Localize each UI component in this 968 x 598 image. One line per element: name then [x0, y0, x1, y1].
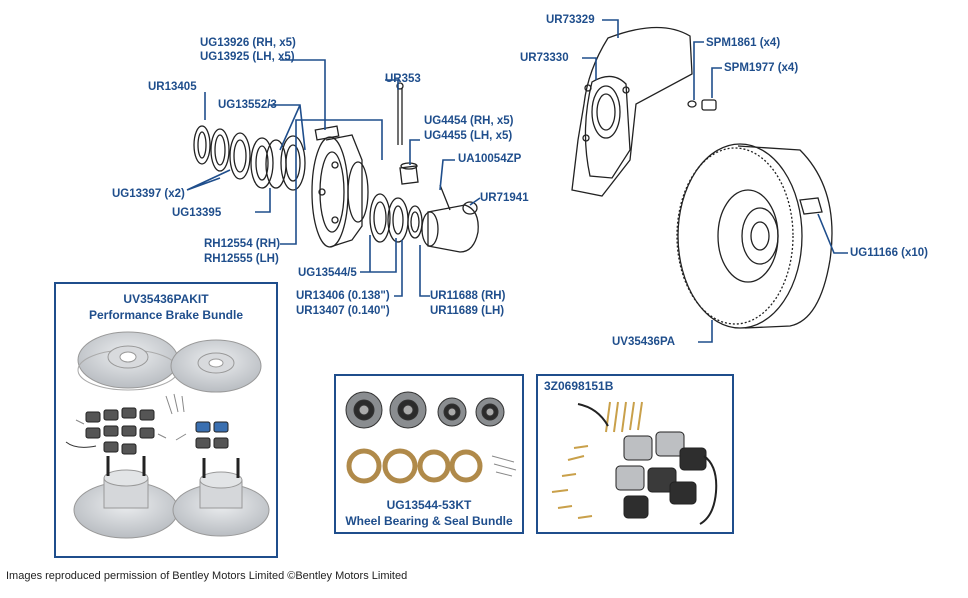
label-ur13407: UR13407 (0.140")	[296, 305, 390, 317]
bearing-bundle-photo	[345, 391, 517, 484]
inner-bearing-icon	[369, 193, 423, 243]
pads-bundle-panel[interactable]: 3Z0698151B	[536, 374, 734, 534]
bearing-bundle-name: Wheel Bearing & Seal Bundle	[345, 514, 513, 528]
brake-pads-icon	[85, 407, 229, 455]
taper-bearing-icon	[345, 391, 505, 429]
brake-disc-icon	[676, 143, 833, 329]
brake-disc-icon	[73, 456, 179, 539]
wear-sensor-icon	[577, 403, 718, 525]
taper-bearing-icon	[250, 135, 306, 191]
label-ug4454: UG4454 (RH, x5)	[424, 115, 514, 127]
brake-disc-icon	[172, 458, 270, 537]
label-ug13544: UG13544/5	[298, 267, 357, 279]
label-ug13925: UG13925 (LH, x5)	[200, 51, 295, 63]
split-pin-icon	[491, 455, 517, 477]
brake-pads-icon	[615, 431, 707, 519]
brake-disc-icon	[77, 331, 179, 391]
bearing-bundle-panel[interactable]: UG13544-53KT Wheel Bearing & Seal Bundle	[334, 374, 524, 534]
brake-bundle-panel[interactable]: UV35436PAKIT Performance Brake Bundle	[54, 282, 278, 558]
label-ug13397: UG13397 (x2)	[112, 188, 185, 200]
seal-ring-icon	[193, 125, 251, 180]
brake-bundle-photo	[65, 331, 270, 539]
label-ur353: UR353	[385, 73, 421, 85]
hardware-clips-icon	[551, 401, 643, 519]
label-ug13395: UG13395	[172, 207, 222, 219]
pads-bundle-code: 3Z0698151B	[544, 379, 614, 393]
label-uv35436pa: UV35436PA	[612, 336, 676, 348]
label-rh12555: RH12555 (LH)	[204, 253, 279, 265]
label-ur13405: UR13405	[148, 81, 197, 93]
label-ug13926: UG13926 (RH, x5)	[200, 37, 296, 49]
label-ur11689: UR11689 (LH)	[430, 305, 505, 317]
wheel-hub-icon	[311, 125, 369, 248]
pads-bundle-photo	[551, 401, 718, 525]
bearing-bundle-code: UG13544-53KT	[386, 498, 472, 512]
label-ug13552: UG13552/3	[218, 99, 277, 111]
label-ur71941: UR71941	[480, 192, 529, 204]
hub-cap-icon	[421, 184, 479, 253]
splash-shield-icon	[571, 26, 693, 197]
label-ur13406: UR13406 (0.138")	[296, 290, 390, 302]
copyright-notice: Images reproduced permission of Bentley …	[6, 570, 408, 582]
label-spm1977: SPM1977 (x4)	[724, 62, 799, 74]
seal-ring-icon	[346, 448, 483, 484]
label-ur73329: UR73329	[546, 14, 595, 26]
label-ug11166: UG11166 (x10)	[850, 247, 929, 259]
label-ur73330: UR73330	[520, 52, 569, 64]
label-ur11688: UR11688 (RH)	[430, 290, 506, 302]
label-rh12554: RH12554 (RH)	[204, 238, 281, 250]
bolt-icon	[687, 99, 717, 111]
label-ua10054zp: UA10054ZP	[458, 153, 522, 165]
label-spm1861: SPM1861 (x4)	[706, 37, 781, 49]
split-pin-icon	[396, 82, 404, 145]
brake-disc-icon	[170, 339, 262, 393]
brake-bundle-code: UV35436PAKIT	[123, 292, 209, 306]
hardware-clips-icon	[65, 393, 187, 448]
brake-bundle-name: Performance Brake Bundle	[88, 308, 244, 322]
label-ug4455: UG4455 (LH, x5)	[424, 130, 513, 142]
wheel-nut-icon	[399, 162, 419, 185]
